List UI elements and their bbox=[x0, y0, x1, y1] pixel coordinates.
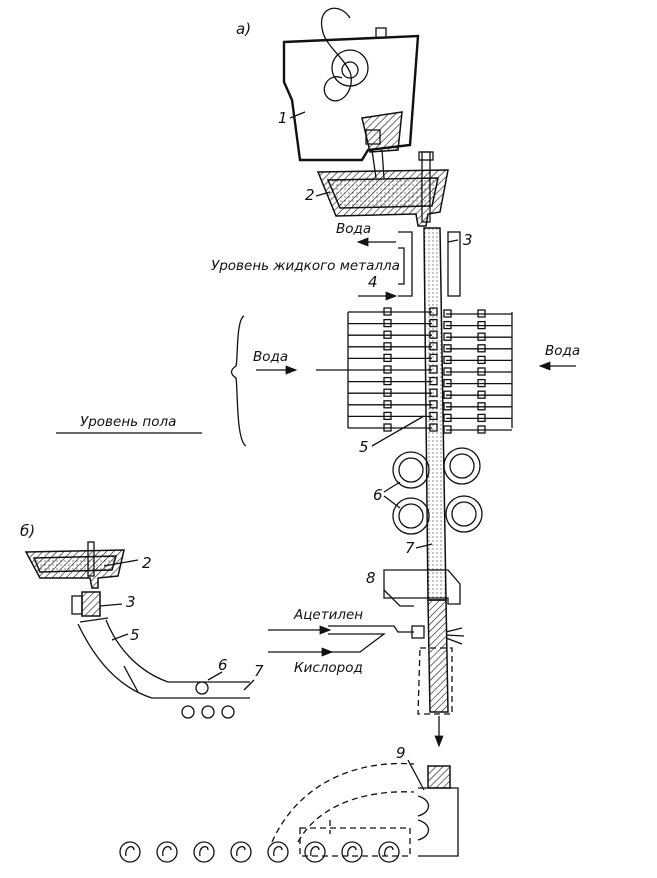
spray-nozzle-left bbox=[348, 400, 438, 409]
spray-nozzle-left bbox=[348, 307, 438, 316]
mold bbox=[398, 231, 461, 297]
label-6: 6 bbox=[373, 486, 383, 504]
label-2: 2 bbox=[305, 186, 315, 204]
label-5: 5 bbox=[359, 438, 369, 456]
water-left-label: Вода bbox=[253, 349, 288, 365]
panel-b-label-7: 7 bbox=[254, 662, 264, 680]
spray-nozzle-left bbox=[348, 376, 438, 386]
spray-nozzle-left bbox=[348, 423, 438, 432]
spray-nozzle-right bbox=[443, 390, 512, 399]
runout-roller bbox=[378, 841, 400, 863]
metal-level-label: Уровень жидкого металла bbox=[211, 258, 400, 274]
panel-b-label-6: 6 bbox=[218, 656, 228, 674]
spray-nozzle-left bbox=[348, 318, 438, 328]
runout-roller-table bbox=[119, 841, 400, 863]
spray-nozzle-left bbox=[348, 365, 438, 374]
spray-nozzle-right bbox=[443, 355, 512, 365]
label-8: 8 bbox=[366, 569, 376, 587]
spray-nozzle-right bbox=[443, 344, 512, 353]
panel-b-label: б) bbox=[20, 522, 35, 540]
runout-roller bbox=[156, 841, 178, 863]
spray-nozzle-left bbox=[348, 388, 438, 397]
acetylene-label: Ацетилен bbox=[293, 607, 363, 623]
oxygen-label: Кислород bbox=[294, 660, 363, 676]
spray-nozzle-right bbox=[443, 402, 512, 411]
runout-roller bbox=[230, 841, 252, 863]
spray-nozzle-left bbox=[348, 353, 438, 363]
runout-roller bbox=[341, 841, 363, 863]
spray-nozzle-right bbox=[443, 309, 512, 318]
panel-b-scheme bbox=[24, 541, 255, 719]
label-7: 7 bbox=[405, 539, 415, 557]
tundish bbox=[315, 151, 449, 227]
tilting-device bbox=[271, 759, 459, 857]
runout-roller bbox=[304, 841, 326, 863]
cutting-carriage bbox=[383, 569, 461, 607]
label-3: 3 bbox=[463, 231, 473, 249]
spray-nozzle-left bbox=[348, 342, 438, 351]
label-4: 4 bbox=[368, 273, 378, 291]
spray-nozzle-left bbox=[348, 330, 438, 339]
label-1: 1 bbox=[278, 109, 288, 127]
runout-roller bbox=[267, 841, 289, 863]
spray-nozzle-right bbox=[443, 378, 512, 388]
panel-b-label-2: 2 bbox=[142, 554, 152, 572]
spray-nozzle-right bbox=[443, 413, 512, 423]
floor-level-label: Уровень пола bbox=[80, 414, 176, 430]
secondary-cooling-zone bbox=[347, 307, 513, 434]
water-right-label: Вода bbox=[545, 343, 580, 359]
spray-nozzle-left bbox=[348, 411, 438, 421]
ladle bbox=[282, 7, 420, 179]
runout-roller bbox=[119, 841, 141, 863]
pinch-rolls bbox=[383, 447, 483, 535]
panel-a-label: а) bbox=[236, 20, 251, 38]
runout-roller bbox=[193, 841, 215, 863]
label-9: 9 bbox=[396, 744, 406, 762]
spray-nozzle-right bbox=[443, 425, 512, 434]
panel-b-label-5: 5 bbox=[130, 626, 140, 644]
panel-b-label-3: 3 bbox=[126, 593, 136, 611]
water-top-label: Вода bbox=[336, 221, 371, 237]
spray-nozzle-right bbox=[443, 320, 512, 330]
spray-nozzle-right bbox=[443, 367, 512, 376]
spray-nozzle-right bbox=[443, 332, 512, 341]
